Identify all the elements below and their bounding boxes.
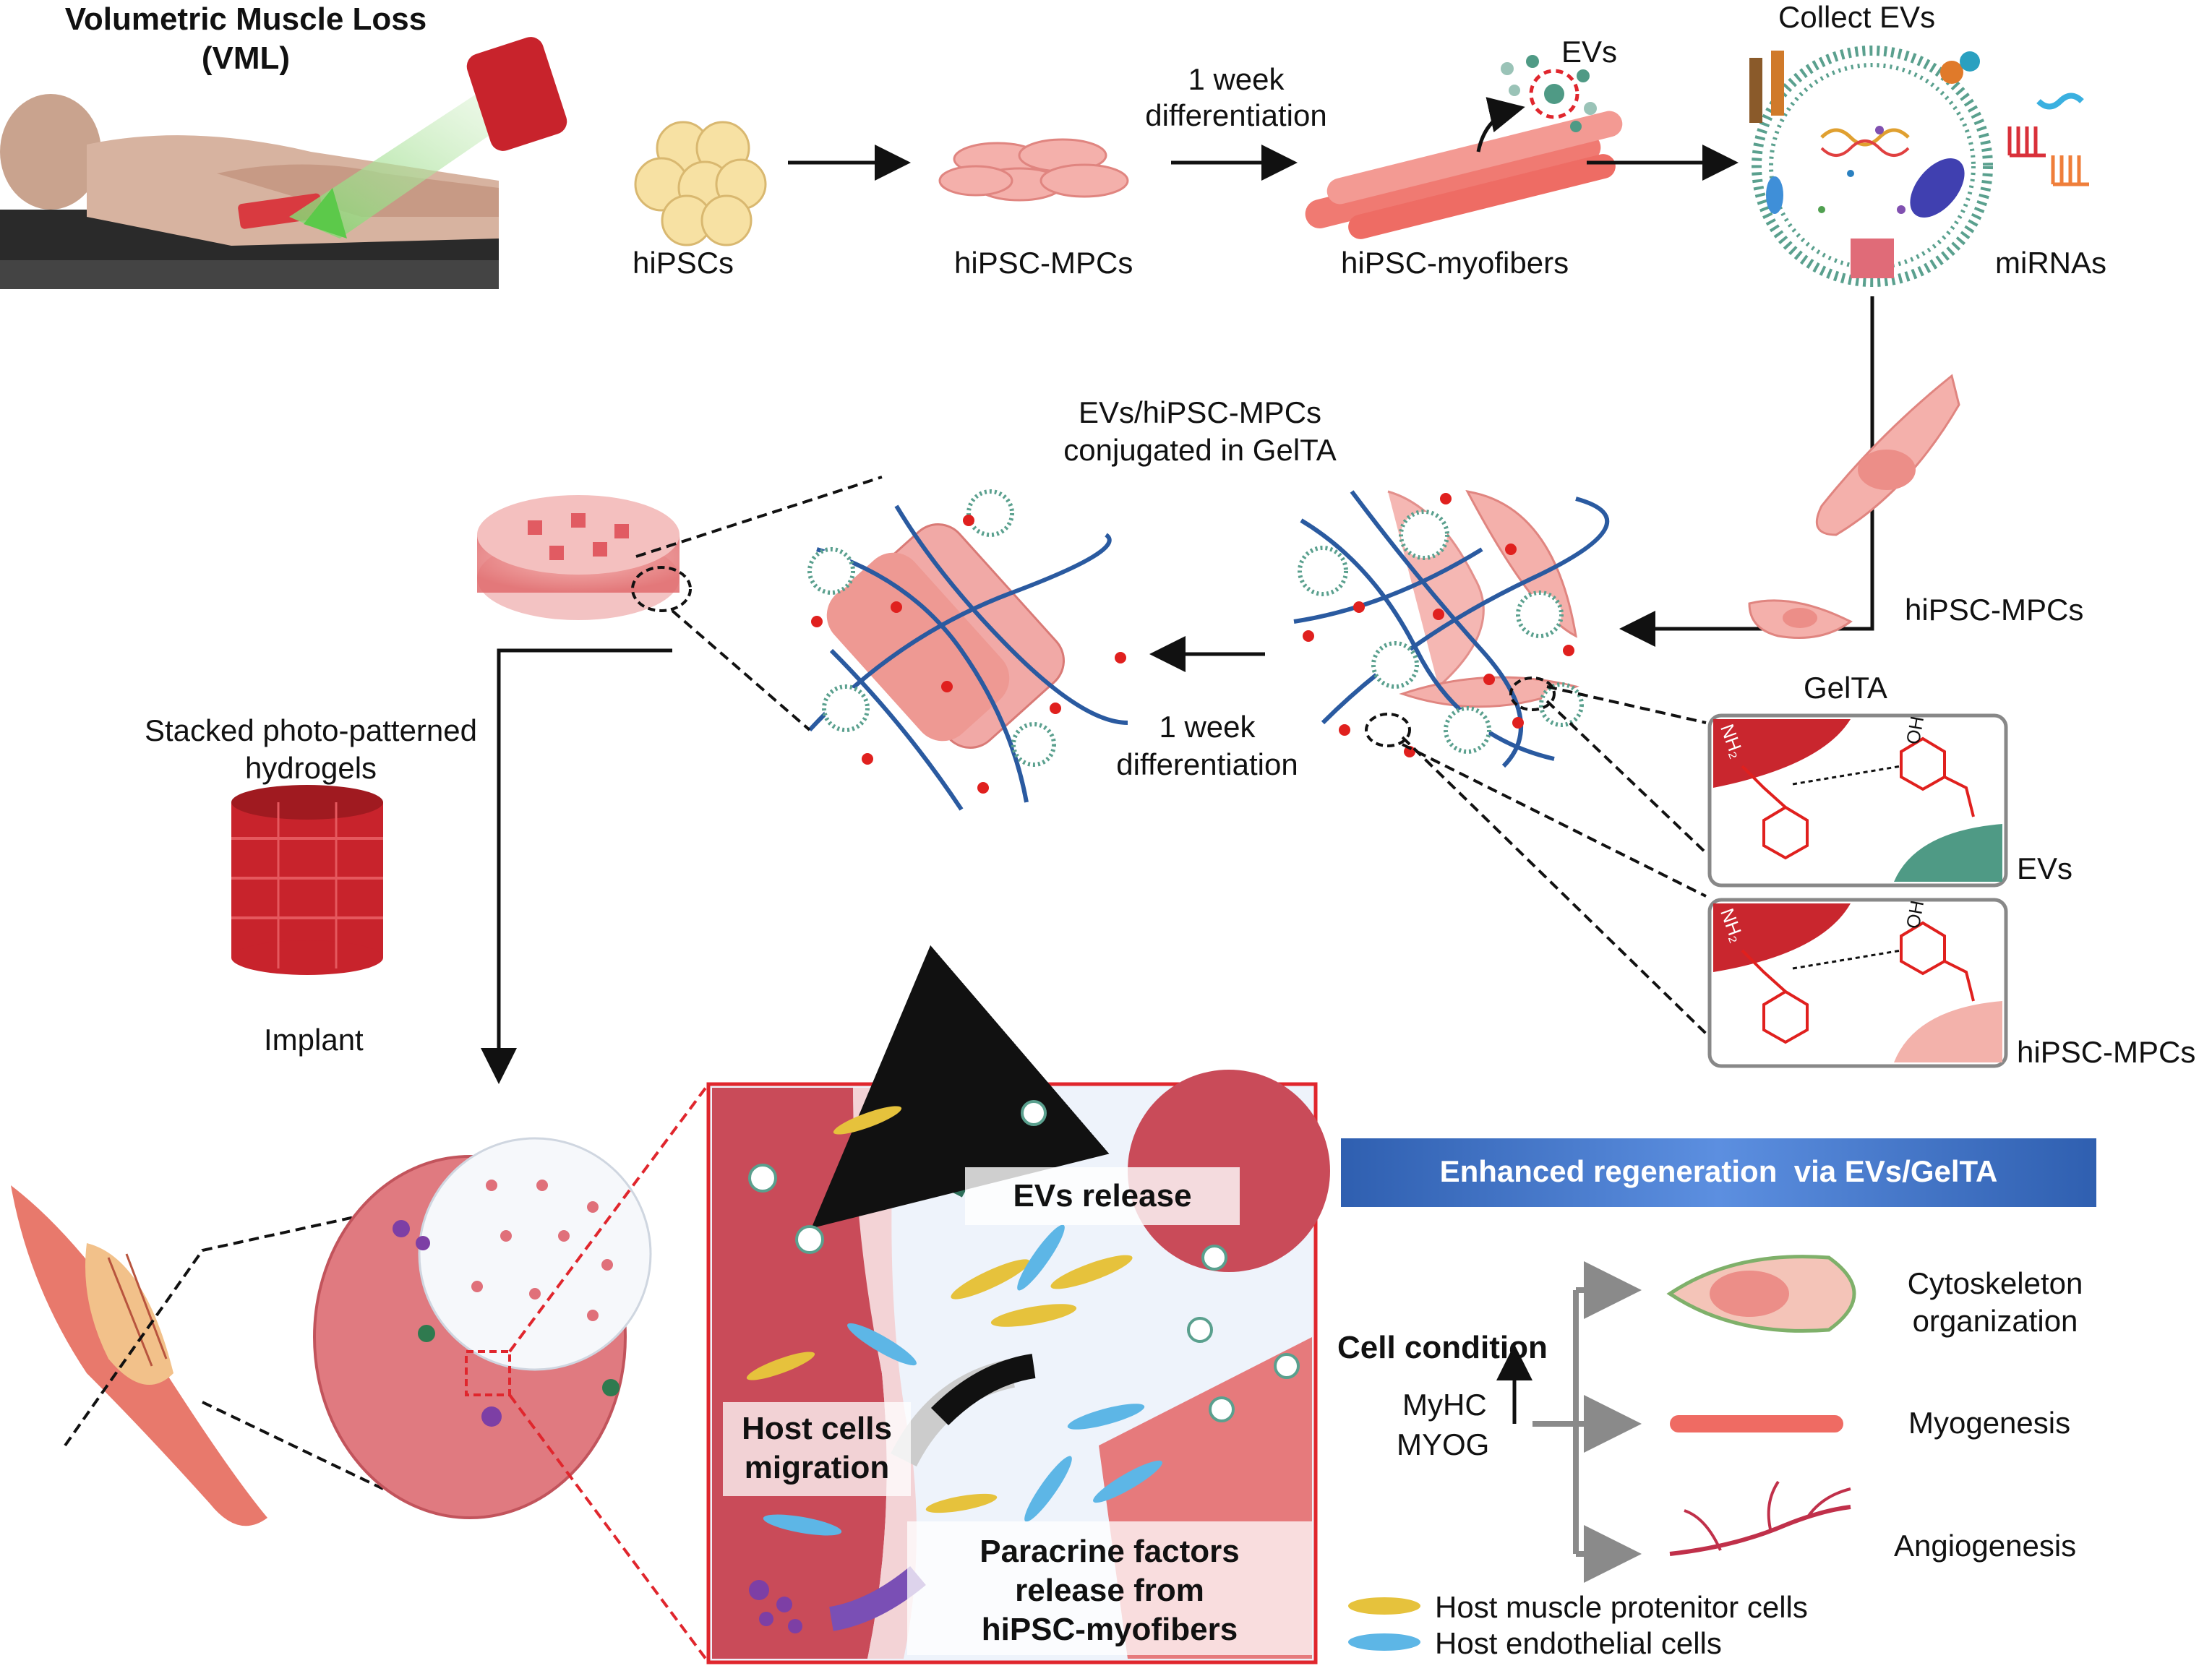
legend-yellow-cell-icon (1348, 1597, 1420, 1615)
ev-highlight-circle (1529, 69, 1579, 119)
label-gelta: GelTA (1804, 671, 1887, 705)
chem-box-hipsc-mpcs (1707, 898, 2008, 1068)
label-hipsc-mpcs-box: hiPSC-MPCs (2017, 1035, 2196, 1069)
label-myog: MYOG (1397, 1427, 1490, 1461)
label-differentiation-middle: 1 week differentiation (1099, 708, 1316, 783)
conjugated-line2: conjugated in GelTA (1063, 433, 1337, 467)
diff-top-line2: differentiation (1145, 98, 1327, 132)
chem-box-evs (1707, 713, 2008, 888)
stacked-hydrogel-icon (231, 785, 383, 975)
hipscs-cluster-icon (634, 121, 767, 246)
legend-yellow-label: Host muscle protenitor cells (1435, 1590, 1808, 1624)
arrow-evs-to-gelta (1619, 296, 1874, 647)
myogenesis-fiber-icon (1670, 1415, 1843, 1432)
label-hipsc-myofibers: hiPSC-myofibers (1341, 246, 1569, 280)
label-paracrine-factors: Paracrine factors release from hiPSC-myo… (907, 1532, 1312, 1649)
label-conjugated: EVs/hiPSC-MPCs conjugated in GelTA (1012, 394, 1388, 469)
label-evs-release: EVs release (1013, 1178, 1192, 1213)
diff-mid-line2: differentiation (1116, 747, 1298, 781)
host-line1: Host cells (742, 1411, 892, 1446)
vml-title-line2: (VML) (201, 40, 291, 76)
banner-bar (1341, 1138, 2096, 1207)
gelta-network-icon (1293, 490, 1610, 768)
label-differentiation-top: 1 week differentiation (1128, 61, 1345, 134)
arrow-construct-to-implant (481, 648, 672, 1084)
implant-cylinder-icon (466, 37, 567, 151)
patient-illustration (0, 37, 567, 289)
label-cytoskeleton: Cytoskeleton organization (1887, 1265, 2104, 1340)
ev-vesicle-icon (1749, 46, 2089, 287)
mirna-strand-shape (2036, 93, 2084, 110)
diff-top-line1: 1 week (1188, 62, 1285, 96)
banner-text: Enhanced regeneration via EVs/GelTA (1439, 1154, 1998, 1188)
label-hipsc-mpcs-top: hiPSC-MPCs (954, 246, 1133, 280)
hydrogel-disk-icon (477, 495, 692, 620)
legend-blue-cell-icon (1348, 1633, 1420, 1651)
stacked-line2: hydrogels (244, 751, 377, 785)
muscle-construct-icon (807, 489, 1128, 811)
label-hipsc-mpcs-right: hiPSC-MPCs (1905, 593, 2084, 627)
label-myogenesis: Myogenesis (1908, 1406, 2071, 1440)
label-host-cells-migration: Host cells migration (723, 1409, 911, 1487)
hipsc-mpcs-sheet-icon (938, 138, 1129, 202)
legend-blue-label: Host endothelial cells (1435, 1626, 1722, 1660)
label-collect-evs: Collect EVs (1778, 0, 1936, 34)
muscle-cross-section-icon (313, 1137, 652, 1519)
conjugated-line1: EVs/hiPSC-MPCs (1078, 395, 1322, 429)
paracrine-line1: Paracrine factors (979, 1534, 1240, 1569)
label-cell-condition: Cell condition (1337, 1330, 1548, 1365)
regeneration-inset-panel (706, 945, 1330, 1664)
label-stacked-hydrogels: Stacked photo-patterned hydrogels (130, 712, 492, 787)
label-evs-box: EVs (2017, 851, 2073, 885)
label-myhc: MyHC (1402, 1388, 1487, 1422)
angiogenesis-vessel-icon (1669, 1480, 1851, 1556)
hipsc-myofibers-icon (1305, 55, 1623, 239)
cell-condition-branches (1496, 1261, 1642, 1583)
cytoskeleton-line2: organization (1912, 1304, 2078, 1338)
vml-title: Volumetric Muscle Loss (VML) (43, 0, 448, 78)
cytoskeleton-line1: Cytoskeleton (1907, 1266, 2083, 1300)
diff-mid-line1: 1 week (1159, 710, 1256, 744)
whole-muscle-icon (11, 1185, 267, 1526)
vml-title-line1: Volumetric Muscle Loss (64, 1, 427, 37)
cytoskeleton-cell-icon (1666, 1255, 1856, 1333)
label-evs-top: EVs (1561, 35, 1618, 69)
host-line2: migration (744, 1450, 890, 1485)
label-implant: Implant (264, 1023, 364, 1057)
label-mirnas: miRNAs (1995, 246, 2106, 280)
mpc-cell-large-icon (1748, 374, 1960, 639)
paracrine-line2: release from (1015, 1573, 1204, 1608)
stacked-line1: Stacked photo-patterned (145, 713, 477, 747)
paracrine-line3: hiPSC-myofibers (981, 1612, 1238, 1647)
label-hipscs: hiPSCs (633, 246, 734, 280)
label-angiogenesis: Angiogenesis (1894, 1529, 2077, 1563)
